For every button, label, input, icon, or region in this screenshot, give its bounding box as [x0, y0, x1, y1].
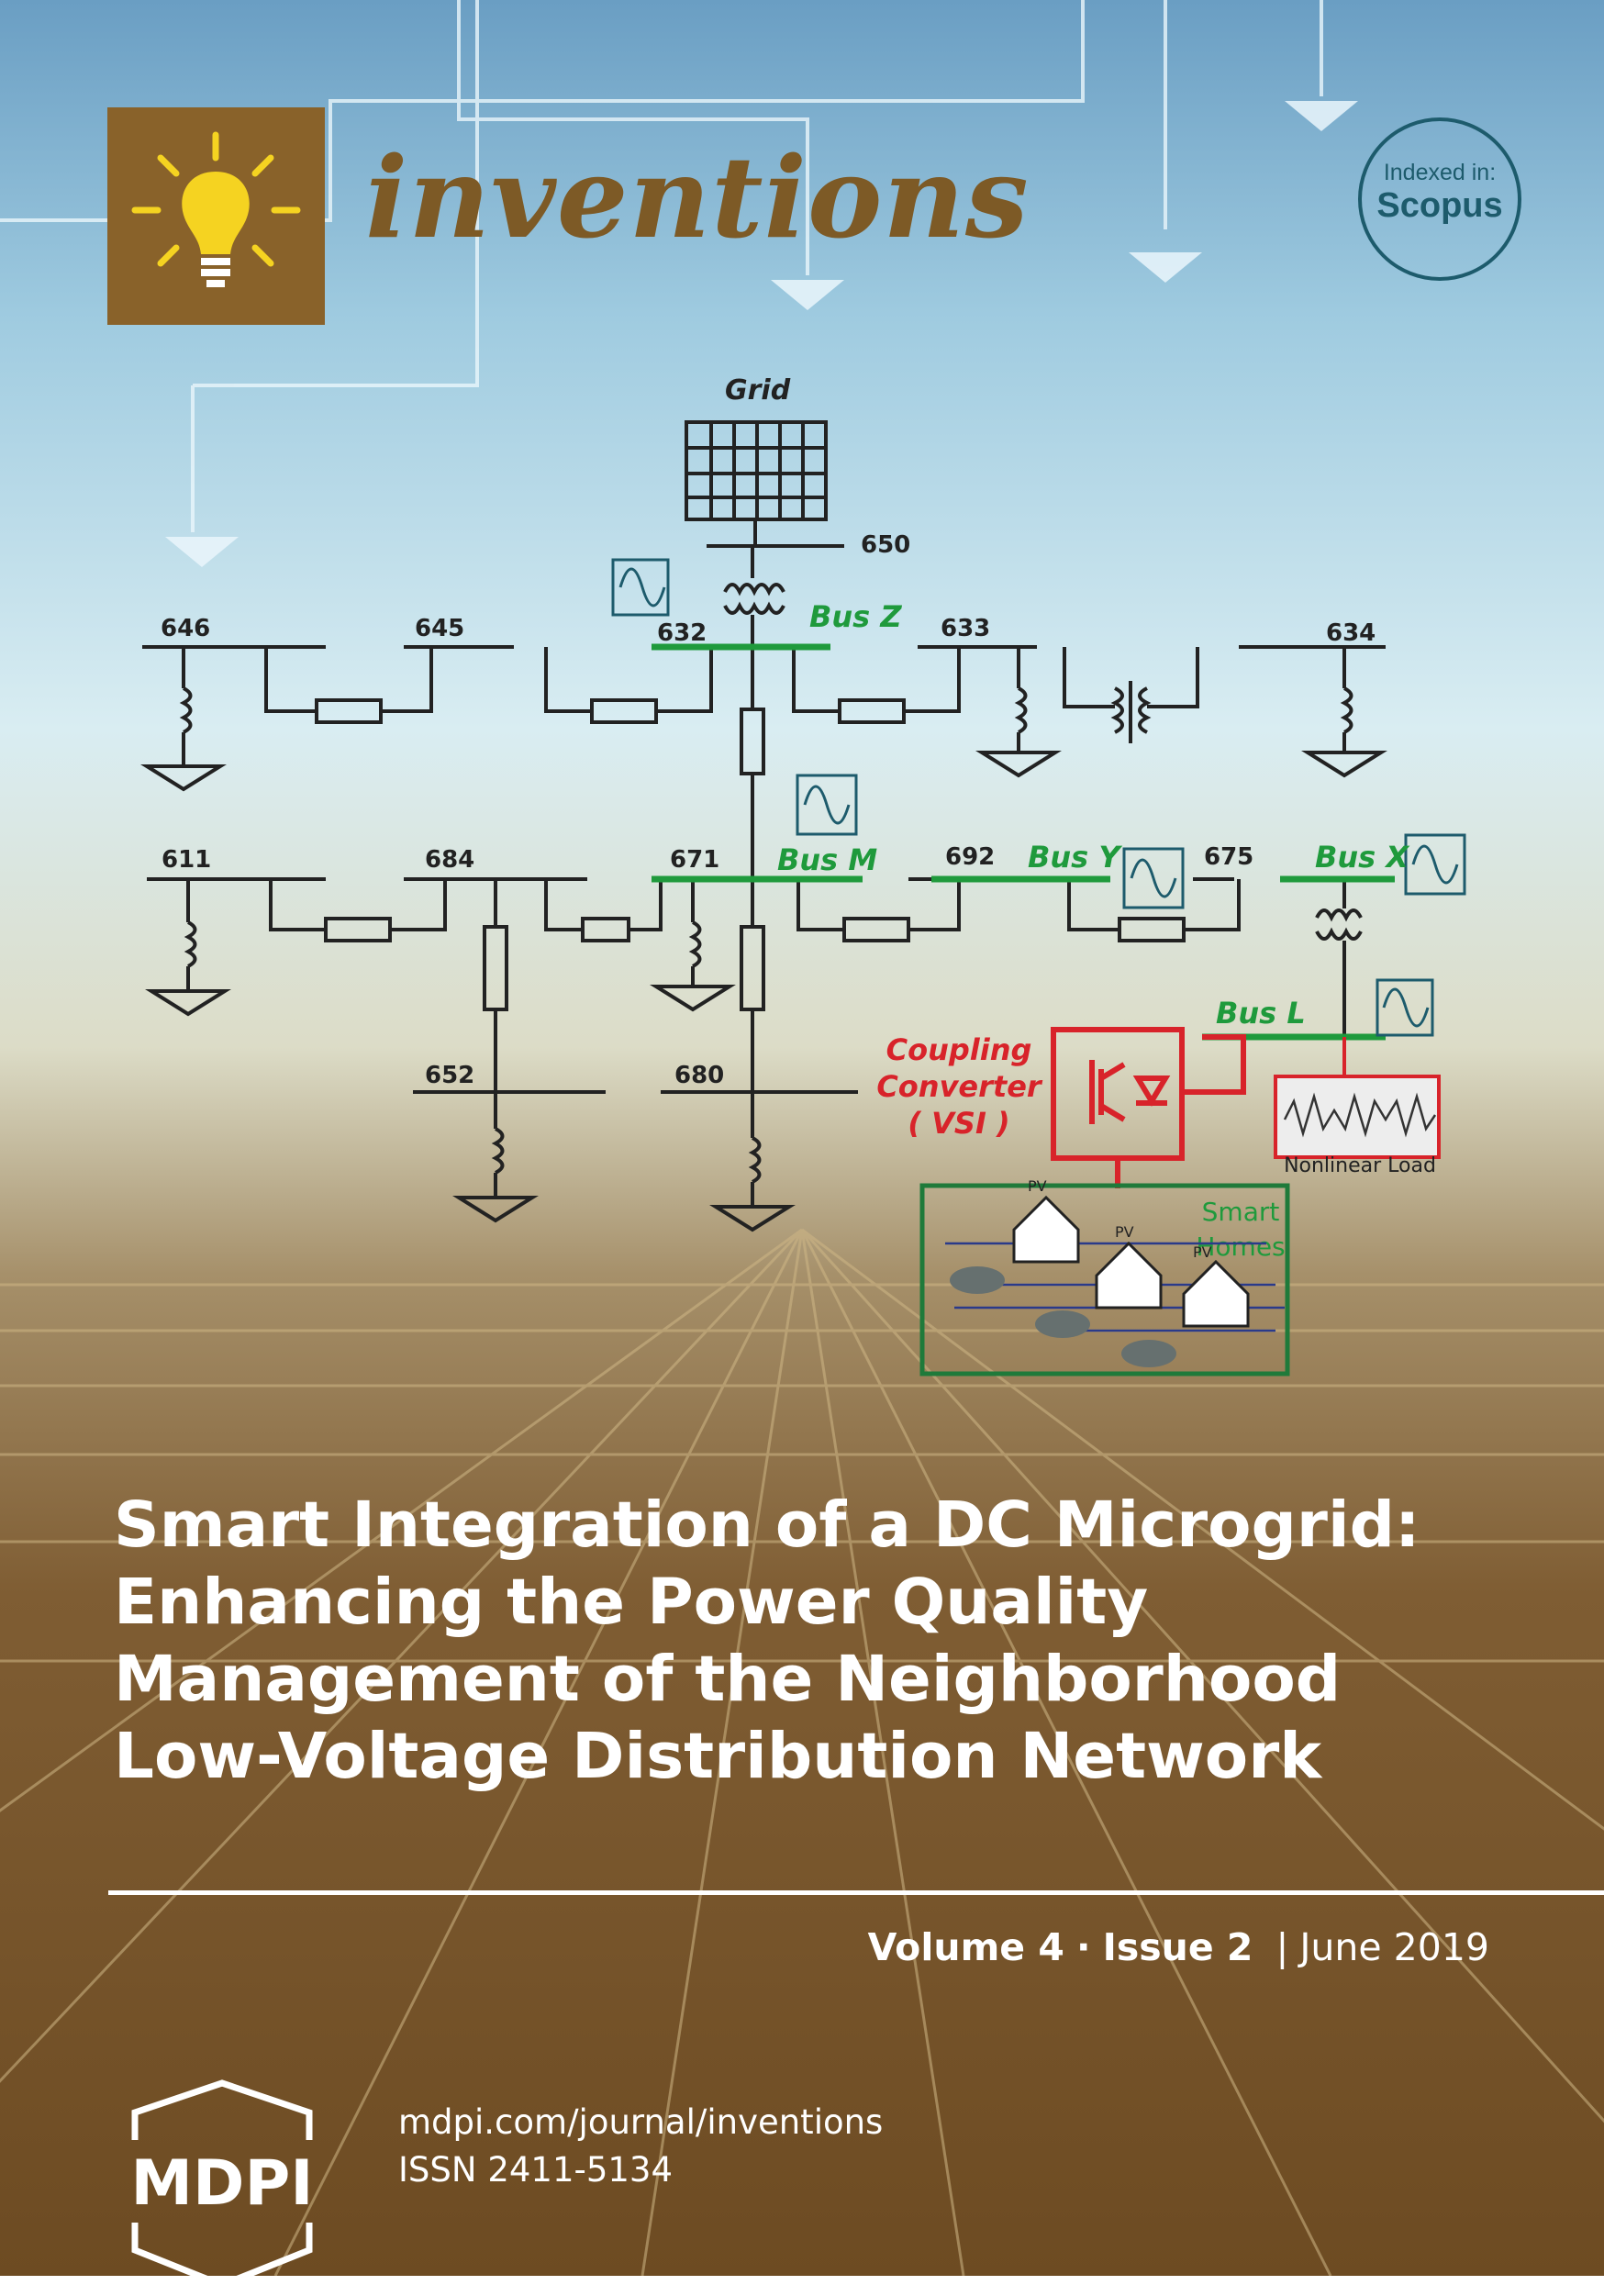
- grid-icon: [685, 420, 844, 647]
- nonlinear-load-label: Nonlinear Load: [1284, 1154, 1436, 1177]
- house-icon: [1012, 1195, 1250, 1328]
- issue-separator: |: [1275, 1925, 1289, 1969]
- node-label: 646: [161, 615, 210, 642]
- badge-line1: Indexed in:: [1383, 160, 1497, 185]
- node-label: 671: [670, 846, 719, 874]
- issue-dot: ·: [1075, 1925, 1091, 1969]
- node-label: 650: [861, 531, 910, 559]
- publisher-info: mdpi.com/journal/inventions ISSN 2411-51…: [398, 2099, 883, 2194]
- coupling-label: ( VSI ): [908, 1106, 1009, 1141]
- publisher-name: MDPI: [130, 2147, 313, 2220]
- smart-homes-label: Smart: [1202, 1197, 1280, 1227]
- node-label: 680: [674, 1062, 724, 1089]
- node-label: 633: [941, 615, 990, 642]
- badge-line2: Scopus: [1376, 186, 1503, 225]
- bus-label: Bus Z: [809, 599, 902, 634]
- node-label: 652: [425, 1062, 474, 1089]
- pv-label: PV: [1193, 1243, 1212, 1261]
- pv-label: PV: [1028, 1177, 1047, 1195]
- node-label: 684: [425, 846, 474, 874]
- node-label: 675: [1204, 843, 1253, 871]
- node-label: 692: [945, 843, 995, 871]
- node-label: 645: [415, 615, 464, 642]
- circuit-diagram: Grid: [0, 349, 1604, 1404]
- node-label: 611: [162, 846, 211, 874]
- title-line: Low-Voltage Distribution Network: [114, 1720, 1322, 1793]
- issn: ISSN 2411-5134: [398, 2150, 673, 2190]
- node-label: 634: [1326, 619, 1376, 647]
- title-line: Smart Integration of a DC Microgrid:: [114, 1488, 1420, 1562]
- title-line: Management of the Neighborhood: [114, 1643, 1342, 1716]
- journal-url[interactable]: mdpi.com/journal/inventions: [398, 2102, 884, 2142]
- scopus-badge: Indexed in: Scopus: [1358, 117, 1521, 281]
- node-label: 632: [657, 619, 707, 647]
- bus-label: Bus M: [777, 842, 877, 877]
- journal-name: inventions: [365, 131, 1030, 263]
- bus-label: Bus X: [1315, 840, 1409, 875]
- coupling-label: Coupling: [886, 1032, 1032, 1067]
- volume: Volume 4: [867, 1925, 1064, 1969]
- issue-date: June 2019: [1299, 1925, 1489, 1969]
- coupling-label: Converter: [876, 1069, 1043, 1104]
- smart-homes-label: Homes: [1196, 1232, 1285, 1262]
- lightbulb-icon: [131, 131, 301, 287]
- grid-label: Grid: [725, 374, 791, 407]
- divider: [108, 1890, 1604, 1895]
- issue-info: Volume 4 · Issue 2 |June 2019: [868, 1925, 1489, 1969]
- issue-number: Issue 2: [1102, 1925, 1253, 1969]
- bus-label: Bus Y: [1028, 840, 1122, 875]
- journal-logo: [107, 107, 325, 325]
- pv-label: PV: [1115, 1223, 1134, 1241]
- car-icon: [950, 1266, 1176, 1367]
- bus-label: Bus L: [1216, 996, 1306, 1031]
- title-line: Enhancing the Power Quality: [114, 1566, 1149, 1639]
- article-title: Smart Integration of a DC Microgrid: Enh…: [114, 1487, 1545, 1795]
- mdpi-logo: MDPI: [107, 2076, 337, 2292]
